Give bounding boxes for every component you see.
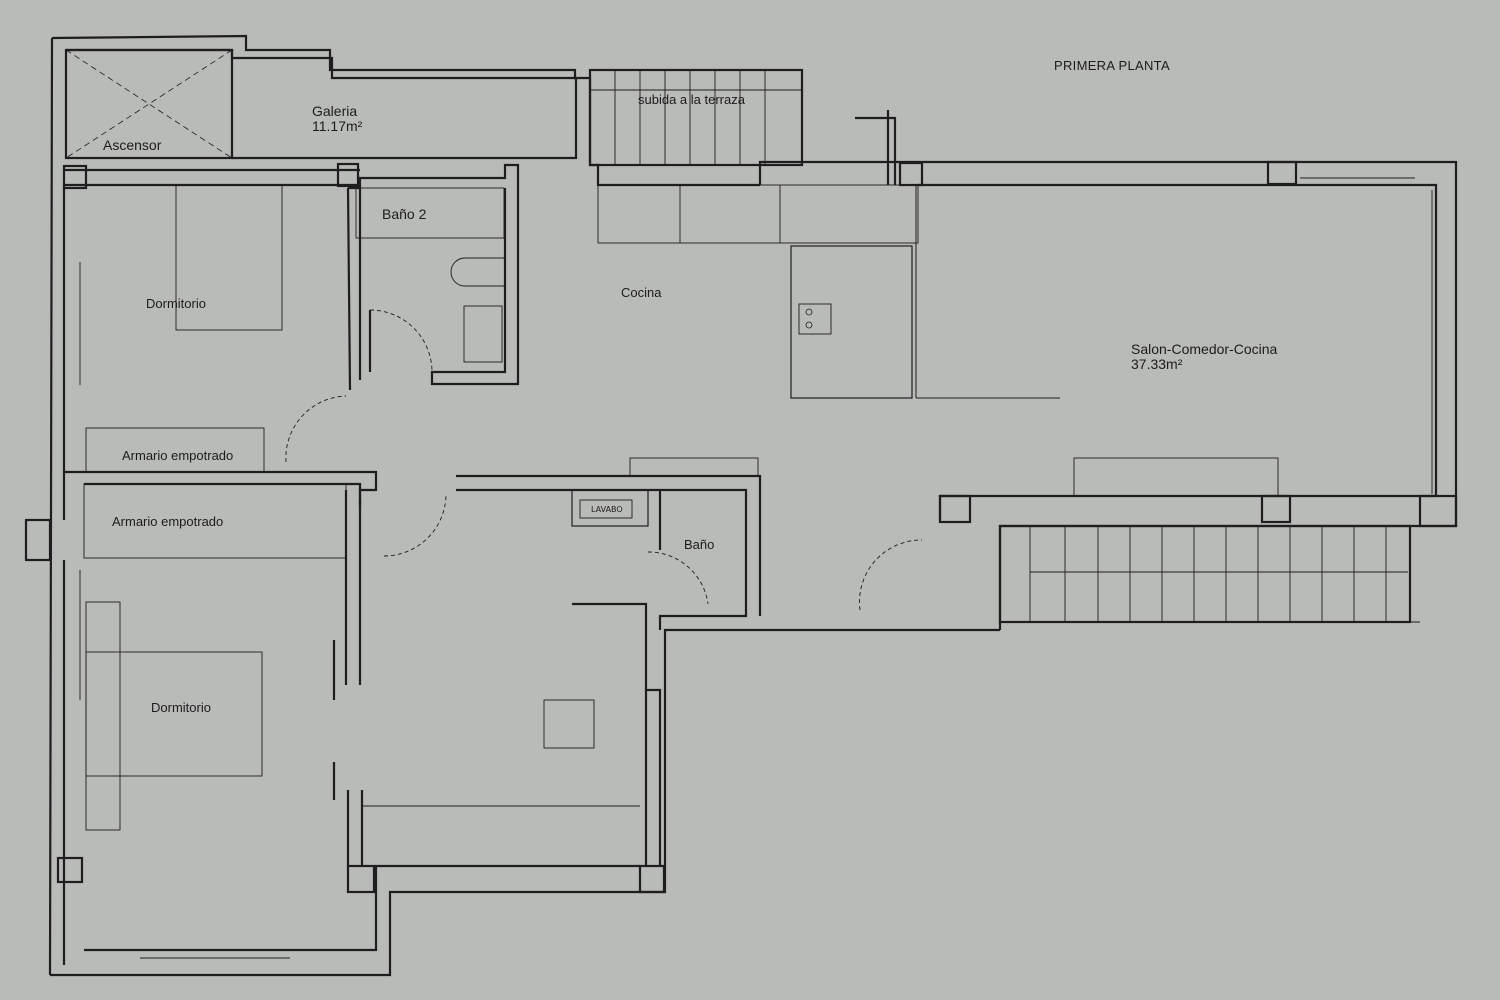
exterior-wall-left [51, 34, 760, 187]
room-salon-area: 37.33m² [1131, 356, 1183, 372]
walls [24, 34, 1458, 977]
room-bano2-label: Baño 2 [382, 206, 427, 222]
exterior-wall-left-inner [66, 48, 576, 80]
bed-top [175, 184, 283, 331]
dorm-bottom-top-wall [84, 482, 362, 505]
room-dormitorio-top-label: Dormitorio [146, 296, 206, 311]
dorm-top-bottom-wall [64, 470, 378, 510]
stairs-bottom [998, 524, 1412, 624]
room-cocina-label: Cocina [621, 285, 662, 300]
column-8 [56, 856, 84, 884]
lavabo-inner [579, 499, 633, 519]
kitchen-cabinets [597, 184, 919, 244]
exterior-bottom-inner [84, 864, 640, 952]
bed-bottom-frame [85, 601, 121, 831]
column-9 [346, 864, 376, 894]
room-subida-label: subida a la terraza [638, 92, 745, 107]
galeria-wall [232, 78, 578, 160]
dorm-bottom-door-arc [383, 493, 447, 557]
sofa-outline [1073, 457, 1279, 497]
bano2-sink [463, 305, 503, 363]
room-galeria-label: Galeria [312, 103, 358, 119]
column-1 [62, 164, 88, 190]
ascensor-cross-1 [65, 49, 233, 159]
bano2-toilet [450, 257, 505, 287]
column-10 [638, 864, 666, 894]
column-7 [938, 494, 972, 524]
salon-outer-wall [758, 160, 1458, 630]
bano2-wall [348, 163, 520, 386]
stair-steps-top [614, 70, 766, 165]
railing-post [855, 116, 897, 185]
bano-mirror [629, 457, 759, 477]
hall-wall-inner [456, 488, 748, 630]
stair-steps-bottom [1000, 526, 1420, 623]
room-bano-label: Baño [684, 537, 715, 552]
lavabo-label: LAVABO [591, 505, 623, 514]
room-armario-bottom-label: Armario empotrado [112, 514, 224, 529]
office-chair [543, 699, 595, 749]
entry-door-arc [859, 539, 923, 611]
column-3 [898, 161, 924, 187]
burner [805, 308, 813, 316]
column-5 [1418, 494, 1458, 528]
bano2-left-wall [346, 187, 352, 391]
dorm-top-door-arc [285, 395, 347, 463]
room-galeria-area: 11.17m² [312, 118, 363, 134]
ascensor-shaft [64, 48, 234, 160]
column-6 [1260, 494, 1292, 524]
cooktop [798, 303, 832, 335]
room-dormitorio-bottom-label: Dormitorio [151, 700, 211, 715]
exterior-left-outer [48, 37, 54, 976]
kitchen-island [790, 245, 913, 399]
plan-title: PRIMERA PLANTA [1054, 58, 1170, 73]
bano-door-arc [647, 551, 709, 605]
column-2 [336, 162, 360, 188]
room-armario-top-label: Armario empotrado [122, 448, 234, 463]
room-ascensor-label: Ascensor [103, 137, 162, 153]
bano2-door-arc [369, 309, 433, 373]
ascensor-cross-2 [65, 49, 233, 159]
hall-wall [456, 474, 762, 616]
lavabo-box [571, 489, 649, 527]
bano2-bathtub [355, 187, 505, 239]
column-11 [24, 518, 52, 562]
room-salon-label: Salon-Comedor-Cocina [1131, 341, 1278, 357]
stairs-terrace [588, 68, 804, 167]
column-4 [1266, 160, 1298, 186]
exterior-bottom [50, 628, 1000, 977]
burner [805, 321, 813, 329]
